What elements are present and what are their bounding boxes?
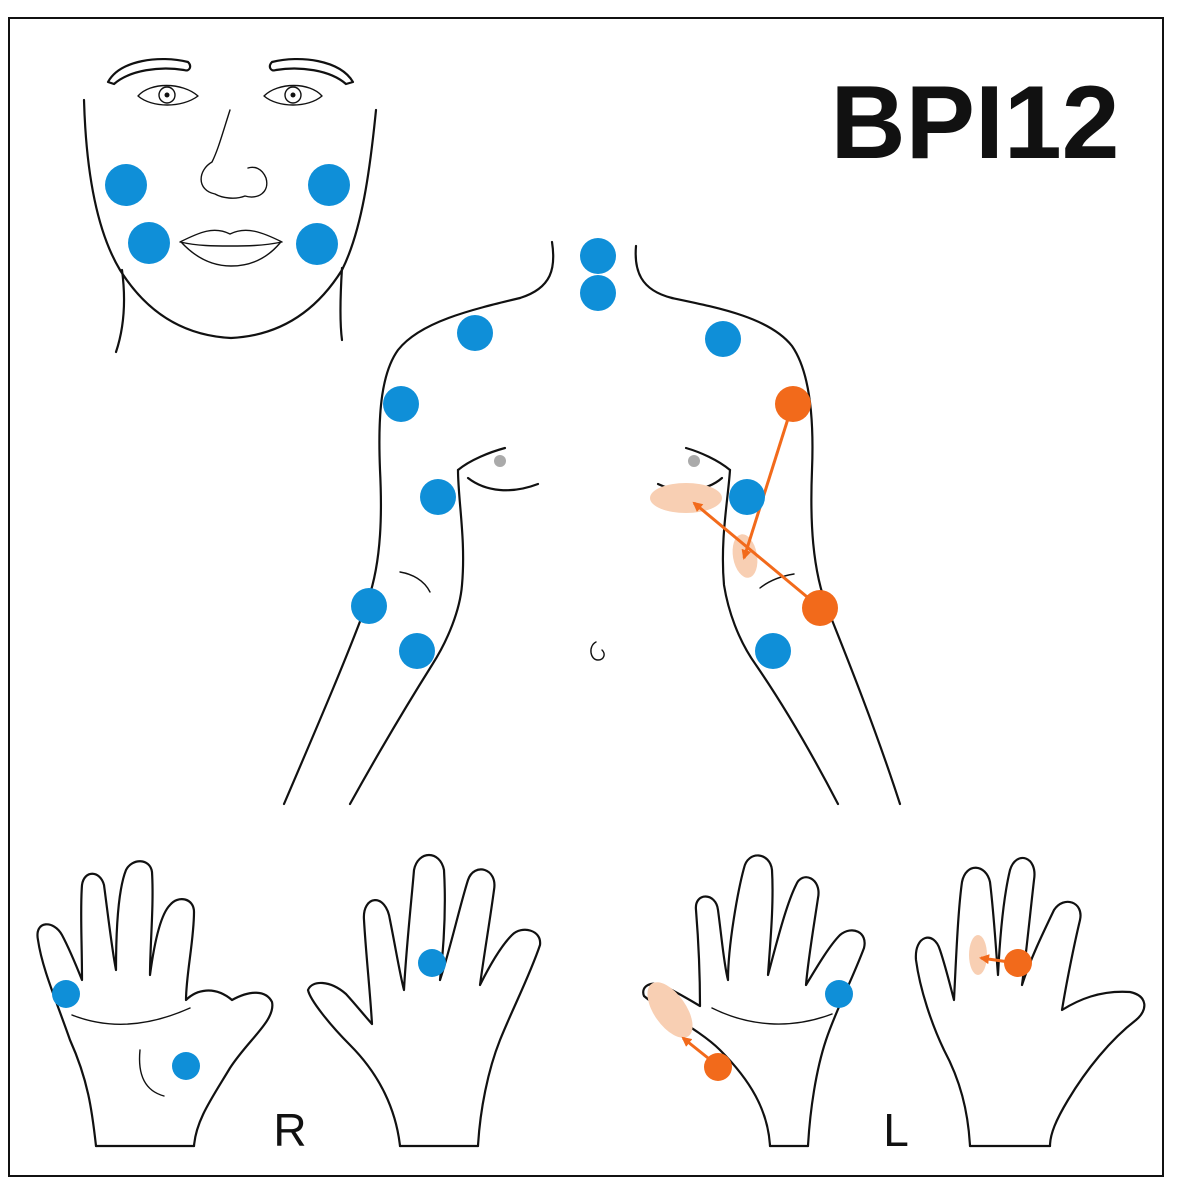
left-palm-crease-1 xyxy=(712,1008,832,1024)
right-pectoral xyxy=(468,478,538,490)
torso-neck-left xyxy=(636,246,672,298)
point-right-trapezius xyxy=(457,315,493,351)
point-left-back-ring-affected xyxy=(1004,949,1032,977)
point-left-deltoid-affected xyxy=(775,386,811,422)
point-right-biceps xyxy=(420,479,456,515)
left-nipple xyxy=(688,455,700,467)
point-neck-lower xyxy=(580,275,616,311)
right-nipple xyxy=(494,455,506,467)
hand-left-back xyxy=(916,858,1145,1146)
point-right-back-middle xyxy=(418,949,446,977)
point-right-deltoid xyxy=(383,386,419,422)
neck-left xyxy=(341,268,343,340)
point-right-elbow-lateral xyxy=(351,588,387,624)
navel xyxy=(591,642,604,660)
point-right-palm-thenar xyxy=(172,1052,200,1080)
hand-right-back xyxy=(308,855,540,1146)
point-left-palm-thenar-affected xyxy=(704,1053,732,1081)
referral-areas xyxy=(639,483,987,1045)
point-left-biceps xyxy=(729,479,765,515)
point-left-elbow-affected xyxy=(802,590,838,626)
referral-area-chest xyxy=(650,483,722,513)
neck-right xyxy=(116,270,124,352)
point-left-forearm xyxy=(755,633,791,669)
side-label-left: L xyxy=(883,1104,909,1156)
right-palm-crease-1 xyxy=(72,1008,190,1024)
left-arm-outer xyxy=(672,298,900,804)
point-left-trapezius xyxy=(705,321,741,357)
right-eyebrow xyxy=(108,59,190,84)
torso-outline xyxy=(284,242,900,804)
upper-lip xyxy=(180,230,282,246)
left-eyebrow xyxy=(270,59,353,84)
point-face-right-cheek xyxy=(105,164,147,206)
point-right-forearm xyxy=(399,633,435,669)
left-pupil xyxy=(291,93,296,98)
point-right-palm-hypothenar xyxy=(52,980,80,1008)
point-neck-upper xyxy=(580,238,616,274)
right-palm-crease-2 xyxy=(140,1050,164,1096)
point-face-left-jaw xyxy=(296,223,338,265)
point-face-right-jaw xyxy=(128,222,170,264)
right-pupil xyxy=(165,93,170,98)
point-face-left-cheek xyxy=(308,164,350,206)
right-elbow-crease xyxy=(400,572,430,592)
nose xyxy=(201,110,267,198)
figure-title: BPI12 xyxy=(830,65,1119,181)
right-arm-outer xyxy=(284,298,520,804)
referral-area-finger-back xyxy=(969,935,987,975)
point-left-palm-hypothenar xyxy=(825,980,853,1008)
torso-neck-right xyxy=(520,242,553,298)
right-back-outline xyxy=(308,855,540,1146)
left-back-outline xyxy=(916,858,1145,1146)
face-contour xyxy=(84,100,376,338)
side-label-right: R xyxy=(273,1104,306,1156)
